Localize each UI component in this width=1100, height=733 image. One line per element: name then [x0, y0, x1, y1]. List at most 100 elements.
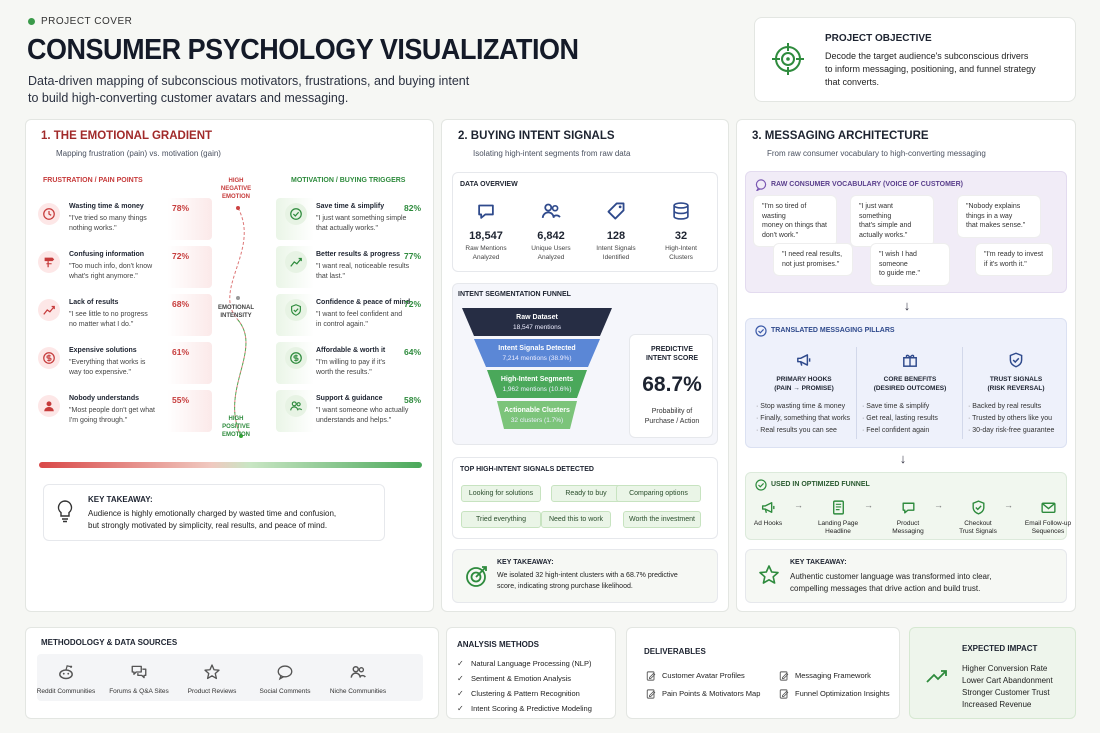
- buying-intent-panel: 2. BUYING INTENT SIGNALS Isolating high-…: [441, 119, 729, 612]
- voc-quote: "I need real results,not just promises.": [774, 244, 852, 275]
- pillar-divider: [856, 347, 857, 439]
- gain-percent: 72%: [404, 299, 422, 309]
- pain-title: Lack of results: [69, 299, 119, 306]
- funnel-level-detail: 1,962 mentions (10.6%): [502, 386, 571, 393]
- gain-quote-line: worth the results.": [316, 369, 372, 376]
- database-icon: [669, 199, 693, 223]
- pillar-divider: [962, 347, 963, 439]
- messaging-takeaway: KEY TAKEAWAY: Authentic customer languag…: [745, 549, 1067, 603]
- voc-quote-line: "I wish I had someone: [879, 251, 917, 268]
- voc-quote-line: "I just want something: [859, 203, 893, 220]
- voc-quote-line: "I'm ready to invest: [984, 251, 1044, 258]
- methods-card: ANALYSIS METHODS Natural Language Proces…: [446, 627, 616, 719]
- clock-icon: [38, 203, 60, 225]
- pain-percent: 78%: [172, 203, 190, 213]
- person-icon: [38, 395, 60, 417]
- objective-title: PROJECT OBJECTIVE: [825, 33, 932, 44]
- funnel-step-label: Messaging: [892, 528, 924, 535]
- comment-icon: [275, 662, 295, 682]
- stat-value: 128: [606, 230, 626, 242]
- voc-quote-line: "I need real results,: [782, 251, 843, 258]
- pain-title: Nobody understands: [69, 395, 140, 402]
- pain-percent: 68%: [172, 299, 190, 309]
- voc-card: RAW CONSUMER VOCABULARY (VOICE OF CUSTOM…: [745, 171, 1067, 293]
- step-arrow-icon: →: [1004, 500, 1013, 510]
- intent-title: 2. BUYING INTENT SIGNALS: [458, 130, 615, 142]
- reddit-icon: [56, 662, 76, 682]
- pillar-item: Real results you can see: [756, 425, 850, 437]
- stat-value: 18,547: [469, 230, 503, 242]
- emotional-gradient-panel: 1. THE EMOTIONAL GRADIENT Mapping frustr…: [25, 119, 434, 612]
- funnel-step-label: Landing Page: [817, 520, 859, 527]
- funnel-step-label: Sequences: [1031, 528, 1065, 535]
- pain-title: Confusing information: [69, 251, 145, 258]
- messaging-subtitle: From raw consumer vocabulary to high-con…: [767, 149, 986, 158]
- pain-quote-line: "Everything that works is: [69, 359, 146, 366]
- funnel-level-detail: 18,547 mentions: [513, 324, 562, 331]
- stat-label: Analyzed: [472, 254, 500, 261]
- edit-doc-icon: [777, 687, 790, 700]
- methods-list: Natural Language Processing (NLP)Sentime…: [457, 656, 592, 716]
- voc-quote: "I'm so tired of wasting money on things …: [754, 196, 836, 246]
- target-icon: [769, 40, 807, 78]
- methods-title: ANALYSIS METHODS: [457, 640, 539, 649]
- signals-card: TOP HIGH-INTENT SIGNALS DETECTED Looking…: [452, 457, 718, 539]
- intent-takeaway-line-2: score, indicating strong purchase likeli…: [497, 583, 633, 590]
- score-value: 68.7%: [642, 373, 702, 396]
- gain-percent: 58%: [404, 395, 422, 405]
- method-item: Natural Language Processing (NLP): [457, 656, 592, 671]
- impact-title: EXPECTED IMPACT: [962, 644, 1038, 653]
- sources-row: [37, 654, 423, 701]
- pain-row: [34, 198, 212, 240]
- impact-card: EXPECTED IMPACT Higher Conversion Rate L…: [909, 627, 1076, 719]
- objective-line-3: that converts.: [825, 77, 880, 87]
- messaging-takeaway-line-1: Authentic customer language was transfor…: [790, 572, 992, 581]
- star-icon: [202, 662, 222, 682]
- stat-label: Clusters: [669, 254, 693, 261]
- gain-quote-line: that actually works.": [316, 225, 379, 232]
- chat-icon: [474, 199, 498, 223]
- optimized-funnel-title: USED IN OPTIMIZED FUNNEL: [771, 481, 870, 488]
- voc-quote-line: money on things that: [762, 222, 827, 229]
- trend-down-icon: [38, 299, 60, 321]
- voc-quote-line: if it's worth it.": [984, 260, 1027, 268]
- voc-quote-line: don't work.": [762, 231, 799, 239]
- deliverable-item: Pain Points & Motivators Map: [662, 689, 761, 698]
- gain-title: Confidence & peace of mind: [316, 299, 411, 306]
- funnel-step-label: Product: [896, 520, 920, 527]
- impact-4: Increased Revenue: [962, 700, 1032, 709]
- gift-icon: [899, 349, 921, 371]
- pillar-item: Save time & simplify: [862, 401, 938, 413]
- shield-icon: [1005, 349, 1027, 371]
- voc-quote-line: "I'm so tired of wasting: [762, 203, 807, 220]
- funnel-title: INTENT SEGMENTATION FUNNEL: [458, 291, 571, 298]
- funnel-level-label: Actionable Clusters: [504, 407, 570, 414]
- trend-up-icon: [285, 251, 307, 273]
- funnel-step-label: Headline: [825, 528, 851, 535]
- dollar-icon: [38, 347, 60, 369]
- trend-up-icon: [924, 666, 950, 686]
- signal-chip: Need this to work: [541, 511, 611, 528]
- document-icon: [828, 497, 848, 517]
- pain-quote-line: "I've tried so many things: [69, 215, 147, 222]
- signal-chip: Tried everything: [461, 511, 541, 528]
- messaging-takeaway-title: KEY TAKEAWAY:: [790, 559, 847, 566]
- gradient-title: 1. THE EMOTIONAL GRADIENT: [41, 130, 213, 142]
- pillar-items: Save time & simplifyGet real, lasting re…: [862, 401, 938, 437]
- overview-title: DATA OVERVIEW: [460, 181, 518, 188]
- optimized-funnel-card: USED IN OPTIMIZED FUNNEL Ad Hooks→Landin…: [745, 472, 1071, 540]
- pillar-item: Finally, something that works: [756, 413, 850, 425]
- lightbulb-icon: [54, 498, 76, 524]
- funnel-level-detail: 7,214 mentions (38.9%): [502, 355, 571, 362]
- pain-quote-line: "Most people don't get what: [69, 407, 155, 414]
- step-arrow-icon: →: [864, 500, 873, 510]
- pain-row: [34, 390, 212, 432]
- deliverables-title: DELIVERABLES: [644, 647, 706, 656]
- voc-quote-line: that makes sense.": [966, 222, 1026, 229]
- dollar-icon: [285, 347, 307, 369]
